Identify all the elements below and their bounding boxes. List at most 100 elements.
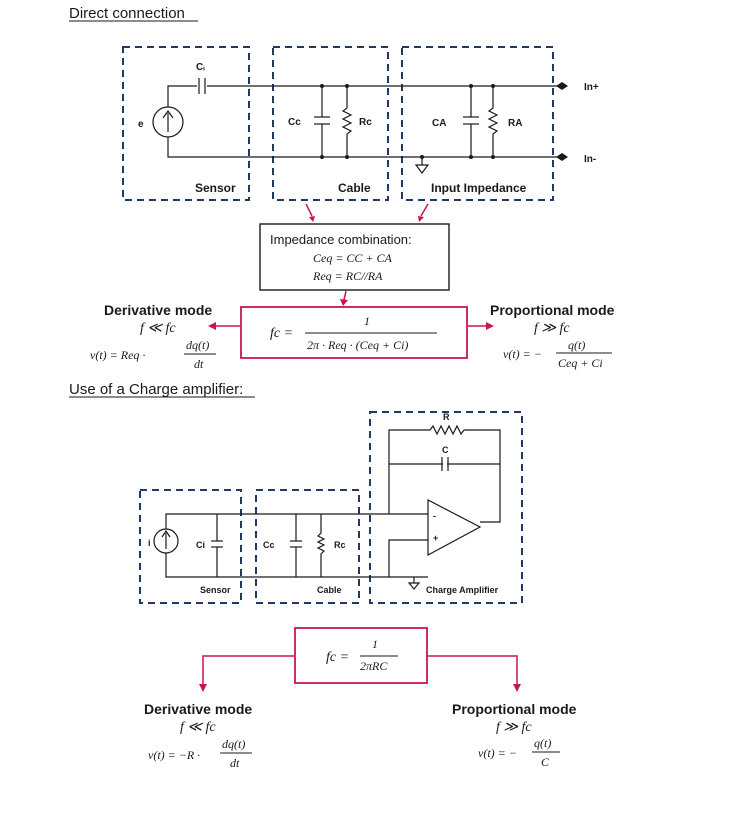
voltage-source [152, 106, 184, 138]
charge-amplifier-title: Use of a Charge amplifier: [69, 381, 243, 398]
wire-top-left [167, 85, 197, 107]
impedance-combination-title: Impedance combination: [270, 232, 412, 247]
in-plus-terminal [556, 82, 568, 90]
feedback-cap-path [388, 463, 501, 523]
derivative-condition-2: f ≪ fc [180, 720, 216, 735]
sensor-box-2 [139, 489, 242, 604]
in-minus-terminal [556, 153, 568, 161]
derivative-denominator: dt [194, 357, 204, 371]
derivative-mode-title: Derivative mode [104, 302, 212, 318]
derivative-mode-title-2: Derivative mode [144, 701, 252, 717]
arrowhead [309, 216, 315, 222]
in-plus-label: In+ [584, 82, 599, 93]
node-dot [345, 84, 349, 88]
feedback-res-wire-right [464, 429, 501, 464]
input-impedance-label: Input Impedance [431, 181, 527, 195]
node-dot [491, 155, 495, 159]
fc-numerator: 1 [364, 314, 370, 328]
proportional-mode-title-2: Proportional mode [452, 701, 577, 717]
ground-symbol-2 [407, 577, 421, 590]
ra-resistor [487, 86, 499, 157]
plus-input-wire [388, 539, 428, 577]
feedback-res-wire-left [388, 429, 430, 464]
direct-connection-title: Direct connection [69, 5, 185, 22]
node-dot [320, 84, 324, 88]
fc2-lhs: fc = [326, 650, 349, 665]
node-dot [420, 155, 424, 159]
proportional-denominator: Ceq + Ci [558, 356, 603, 370]
arrowhead [418, 216, 424, 222]
cc-label: Cc [288, 117, 301, 128]
ci-label-2: Ci [196, 540, 205, 550]
derivative-lhs-2: v(t) = −R · [148, 748, 200, 762]
proportional-lhs: v(t) = − [503, 347, 542, 361]
ci-label: Cᵢ [196, 62, 205, 73]
arrow-to-proportional-2 [428, 655, 518, 685]
arrow-combo-to-fc [343, 290, 347, 301]
node-dot [320, 155, 324, 159]
op-amp-minus: - [433, 511, 436, 521]
cap-gap [443, 462, 447, 466]
feedback-r-label: R [443, 412, 450, 422]
cable-box-2 [255, 489, 360, 604]
proportional-denominator-2: C [541, 755, 550, 769]
proportional-numerator: q(t) [568, 338, 585, 352]
node-dot [345, 155, 349, 159]
cc-label-2: Cc [263, 540, 275, 550]
sensor-label: Sensor [195, 181, 236, 195]
arrowhead [208, 322, 216, 330]
proportional-condition: f ≫ fc [534, 321, 570, 336]
in-minus-label: In- [584, 154, 596, 165]
arrowhead [340, 299, 348, 306]
arrowhead [486, 322, 494, 330]
wire-bottom-2 [165, 553, 428, 578]
derivative-numerator: dq(t) [186, 338, 209, 352]
proportional-lhs-2: v(t) = − [478, 746, 517, 760]
input-impedance-box [401, 46, 554, 201]
source-e-label: e [138, 119, 144, 130]
cable-label-2: Cable [317, 585, 342, 595]
derivative-condition: f ≪ fc [140, 321, 176, 336]
charge-amplifier-label: Charge Amplifier [426, 585, 499, 595]
arrow-cable-to-combo [305, 203, 313, 217]
ca-label: CA [432, 118, 446, 129]
cable-box [272, 46, 389, 201]
ground-symbol [414, 157, 430, 174]
derivative-numerator-2: dq(t) [222, 737, 245, 751]
op-amp-triangle [427, 499, 482, 557]
feedback-resistor [429, 424, 465, 436]
rc-resistor-2 [316, 514, 326, 577]
op-amp-plus: + [433, 533, 438, 543]
proportional-numerator-2: q(t) [534, 736, 551, 750]
ceq-equation: Ceq = CC + CA [313, 251, 393, 265]
arrowhead [199, 684, 207, 692]
cable-label: Cable [338, 181, 371, 195]
rc-label: Rc [359, 117, 372, 128]
sensor-box [122, 46, 250, 201]
proportional-mode-title: Proportional mode [490, 302, 615, 318]
rc-resistor [341, 86, 353, 157]
fc2-denominator: 2πRC [360, 659, 388, 673]
arrow-input-to-combo [420, 203, 429, 217]
rc-label-2: Rc [334, 540, 346, 550]
source-i-label: i [148, 538, 151, 548]
fc-lhs: fc = [270, 326, 293, 341]
impedance-combination-box [259, 223, 450, 291]
sensor-label-2: Sensor [200, 585, 231, 595]
feedback-c-label: C [442, 445, 449, 455]
proportional-condition-2: f ≫ fc [496, 720, 532, 735]
derivative-lhs: v(t) = Req · [90, 348, 145, 362]
derivative-denominator-2: dt [230, 756, 240, 770]
wire-top-2 [165, 513, 428, 529]
fc2-numerator: 1 [372, 637, 378, 651]
fc-denominator: 2π · Req · (Ceq + Ci) [307, 338, 408, 352]
arrow-to-derivative-2 [202, 655, 294, 685]
node-dot [469, 84, 473, 88]
node-dot [491, 84, 495, 88]
charge-amplifier-box [369, 411, 523, 604]
arrowhead [513, 684, 521, 692]
node-dot [469, 155, 473, 159]
ra-label: RA [508, 118, 522, 129]
wire-bottom [167, 137, 565, 158]
